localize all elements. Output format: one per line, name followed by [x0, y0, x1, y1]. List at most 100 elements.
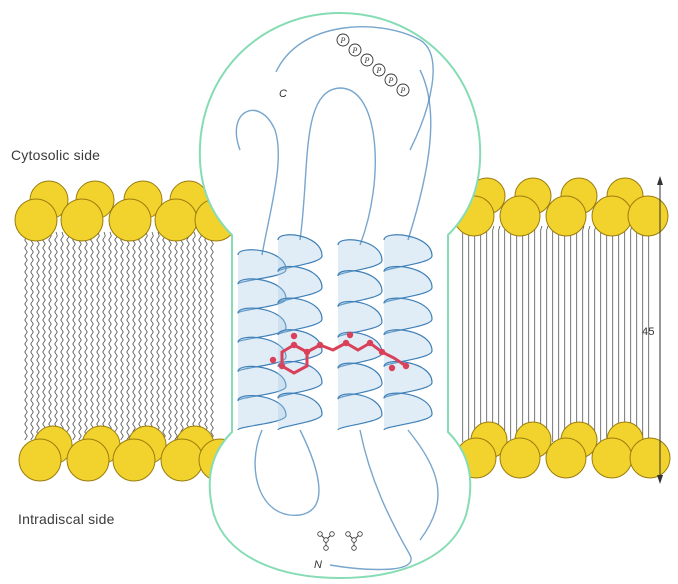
lipid-tail	[595, 226, 596, 442]
lipid-tail	[559, 226, 560, 442]
lipid-tail	[49, 232, 52, 440]
lipid-tail	[607, 226, 608, 442]
thickness-label: 45	[642, 326, 655, 338]
retinal-atom	[403, 363, 409, 369]
n-terminus-label: N	[314, 559, 322, 571]
retinal-atom	[304, 349, 310, 355]
lipid-tail	[631, 226, 632, 442]
glycan-sugar	[352, 546, 357, 551]
lipid-tail	[181, 232, 184, 440]
lipid-tail	[625, 226, 626, 442]
retinal-atom	[317, 342, 323, 348]
retinal-atom	[347, 332, 353, 338]
phosphate-symbol: P	[376, 66, 382, 75]
lipid-tail	[193, 232, 196, 440]
lipid-tail	[493, 226, 494, 442]
lipid-head	[628, 196, 668, 236]
lipid-tail	[109, 232, 112, 440]
lipid-tail	[91, 232, 94, 440]
lipid-tail	[121, 232, 124, 440]
right-bilayer-tails	[463, 226, 650, 442]
lipid-tail	[205, 232, 208, 440]
lipid-tail	[73, 232, 76, 440]
glycan-sugar	[352, 538, 357, 543]
lipid-head	[109, 199, 151, 241]
lipid-tail	[31, 232, 34, 440]
lipid-tail	[133, 232, 136, 440]
lipid-tail	[565, 226, 566, 442]
lipid-tail	[481, 226, 482, 442]
lipid-head	[500, 438, 540, 478]
retinal-atom	[367, 340, 373, 346]
lipid-tail	[517, 226, 518, 442]
lipid-tail	[199, 232, 202, 440]
lipid-tail	[145, 232, 148, 440]
lipid-tail	[211, 232, 214, 440]
lipid-tail	[619, 226, 620, 442]
retinal-atom	[291, 342, 297, 348]
lipid-tail	[43, 232, 46, 440]
glycan-sugar	[318, 532, 323, 537]
glycan-sugar	[324, 538, 329, 543]
lipid-tail	[67, 232, 70, 440]
lipid-tail	[547, 226, 548, 442]
lipid-head	[15, 199, 57, 241]
retinal-atom	[279, 363, 285, 369]
lipid-tail	[163, 232, 166, 440]
retinal-atom	[270, 357, 276, 363]
lipid-tail	[613, 226, 614, 442]
lipid-tail	[37, 232, 40, 440]
glycan-sugar	[346, 532, 351, 537]
right-lower-lipid-heads	[456, 422, 670, 478]
lipid-tail	[175, 232, 178, 440]
phosphate-symbol: P	[340, 36, 346, 45]
lipid-head	[161, 439, 203, 481]
lipid-tail	[25, 232, 28, 440]
lipid-tail	[511, 226, 512, 442]
glycan-sugar	[330, 532, 335, 537]
phosphate-symbol: P	[388, 76, 394, 85]
lipid-tail	[139, 232, 142, 440]
glycan-sugar	[324, 546, 329, 551]
lipid-head	[592, 438, 632, 478]
phosphate-symbol: P	[364, 56, 370, 65]
intradiscal-side-label: Intradiscal side	[18, 511, 115, 527]
retinal-atom	[389, 365, 395, 371]
lipid-tail	[571, 226, 572, 442]
lipid-head	[61, 199, 103, 241]
lipid-tail	[529, 226, 530, 442]
lipid-tail	[61, 232, 64, 440]
lipid-tail	[127, 232, 130, 440]
lipid-tail	[55, 232, 58, 440]
lipid-head	[19, 439, 61, 481]
lipid-tail	[553, 226, 554, 442]
lipid-head	[630, 438, 670, 478]
lipid-tail	[487, 226, 488, 442]
lipid-head	[155, 199, 197, 241]
lipid-tail	[541, 226, 542, 442]
lipid-tail	[85, 232, 88, 440]
lipid-tail	[637, 226, 638, 442]
cytosolic-side-label: Cytosolic side	[11, 147, 100, 163]
lipid-tail	[79, 232, 82, 440]
lipid-tail	[169, 232, 172, 440]
lipid-tail	[103, 232, 106, 440]
phosphate-symbol: P	[352, 46, 358, 55]
lipid-head	[546, 438, 586, 478]
lipid-tail	[475, 226, 476, 442]
left-bilayer-tails	[25, 232, 214, 440]
lipid-tail	[97, 232, 100, 440]
lipid-tail	[589, 226, 590, 442]
lipid-tail	[115, 232, 118, 440]
retinal-atom	[379, 349, 385, 355]
lipid-head	[67, 439, 109, 481]
lipid-head	[592, 196, 632, 236]
lipid-tail	[601, 226, 602, 442]
lipid-head	[113, 439, 155, 481]
retinal-atom	[343, 340, 349, 346]
right-upper-lipid-heads	[454, 178, 668, 236]
lipid-tail	[583, 226, 584, 442]
lipid-tail	[469, 226, 470, 442]
